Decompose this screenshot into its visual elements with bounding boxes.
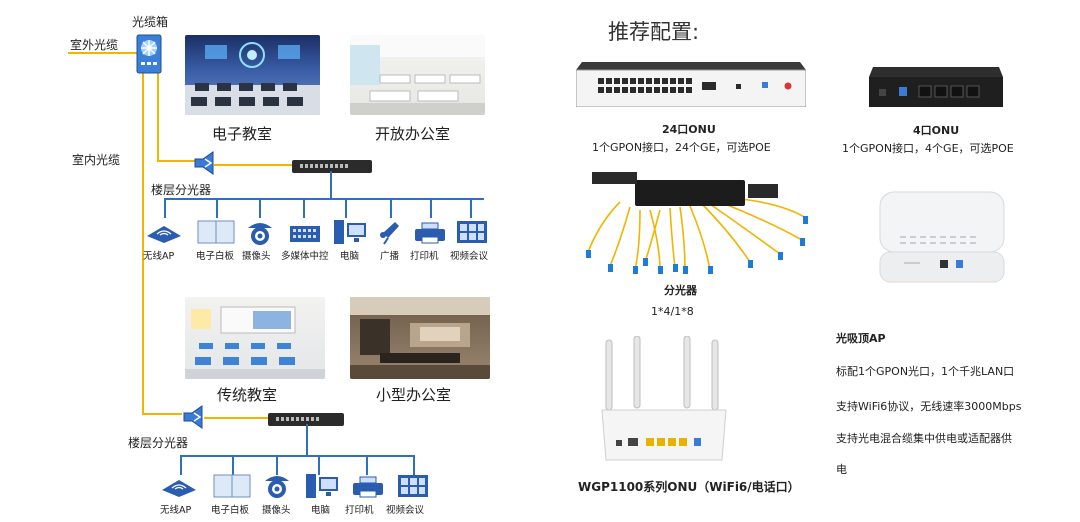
fiber-branch-1-h bbox=[157, 160, 195, 162]
whiteboard-icon bbox=[197, 220, 235, 244]
device-label-row2-6: 视频会议 bbox=[386, 505, 425, 516]
drop-1-8 bbox=[470, 198, 472, 218]
drop-1-4 bbox=[303, 198, 305, 218]
drop-2-6 bbox=[413, 455, 415, 475]
floor-splitter-icon-1 bbox=[193, 150, 217, 176]
splitter1-to-switch bbox=[214, 164, 294, 166]
drop-1-5 bbox=[345, 198, 347, 218]
access-switch-2 bbox=[268, 411, 344, 426]
video-conference-icon bbox=[397, 474, 429, 498]
drop-2-2 bbox=[232, 455, 234, 475]
whiteboard-icon bbox=[213, 474, 251, 498]
room-caption-3: 传统教室 bbox=[217, 386, 278, 404]
splitter-desc: 1*4/1*8 bbox=[651, 305, 694, 318]
drop-1-3 bbox=[259, 198, 261, 218]
floor-splitter-label-2: 楼层分光器 bbox=[128, 436, 189, 450]
floor-splitter-icon-2 bbox=[182, 404, 206, 430]
outdoor-cable-label: 室外光缆 bbox=[70, 38, 119, 52]
computer-icon bbox=[305, 473, 339, 499]
outdoor-fiber-line bbox=[68, 52, 138, 54]
cable-box-label: 光缆箱 bbox=[132, 15, 169, 29]
room-photo-small-office bbox=[350, 297, 490, 379]
ceiling-ap-name: 光吸顶AP bbox=[836, 332, 886, 345]
room-caption-4: 小型办公室 bbox=[376, 386, 452, 404]
device-label-row2-4: 电脑 bbox=[311, 505, 331, 516]
ceiling-ap-line-4: 电 bbox=[836, 463, 847, 476]
switch1-drop bbox=[330, 171, 332, 199]
drop-1-1 bbox=[164, 198, 166, 218]
computer-icon bbox=[333, 219, 367, 245]
indoor-fiber-trunk bbox=[142, 72, 144, 415]
ethernet-bus-2 bbox=[180, 455, 415, 457]
drop-2-4 bbox=[318, 455, 320, 475]
wgp1100-name: WGP1100系列ONU（WiFi6/电话口） bbox=[578, 480, 800, 494]
device-label-row2-5: 打印机 bbox=[345, 505, 374, 516]
ceiling-ap-line-1: 标配1个GPON光口，1个千兆LAN口 bbox=[836, 365, 1015, 378]
device-label-row1-8: 视频会议 bbox=[450, 251, 489, 262]
printer-icon bbox=[414, 222, 446, 244]
device-label-row1-1: 无线AP bbox=[143, 251, 175, 262]
drop-1-7 bbox=[430, 198, 432, 218]
room-photo-open-office bbox=[350, 35, 485, 115]
video-conference-icon bbox=[456, 220, 488, 244]
access-switch-1 bbox=[292, 158, 372, 173]
ceiling-ap-image bbox=[876, 190, 1008, 286]
printer-icon bbox=[352, 476, 384, 498]
drop-1-2 bbox=[216, 198, 218, 218]
switch2-drop bbox=[306, 424, 308, 456]
cable-box-icon bbox=[136, 34, 162, 74]
multimedia-controller-icon bbox=[289, 225, 321, 243]
wgp1100-router-image bbox=[600, 335, 728, 462]
splitter-name: 分光器 bbox=[664, 284, 697, 297]
drop-1-6 bbox=[390, 198, 392, 218]
device-label-row1-2: 电子白板 bbox=[196, 251, 235, 262]
broadcast-speaker-icon bbox=[380, 219, 402, 245]
room-photo-e-classroom bbox=[185, 35, 320, 115]
device-label-row1-5: 电脑 bbox=[340, 251, 360, 262]
indoor-cable-label: 室内光缆 bbox=[72, 153, 121, 167]
ceiling-ap-line-2: 支持WiFi6协议，无线速率3000Mbps bbox=[836, 400, 1022, 413]
camera-icon bbox=[246, 220, 274, 246]
drop-2-5 bbox=[366, 455, 368, 475]
wireless-ap-icon bbox=[160, 476, 198, 498]
device-label-row2-2: 电子白板 bbox=[211, 505, 250, 516]
room-photo-traditional-classroom bbox=[185, 297, 325, 379]
device-label-row1-6: 广播 bbox=[380, 251, 400, 262]
splitter-image bbox=[580, 162, 810, 274]
fiber-branch-1-v bbox=[157, 72, 159, 162]
device-label-row2-3: 摄像头 bbox=[262, 505, 291, 516]
floor-splitter-label-1: 楼层分光器 bbox=[151, 183, 212, 197]
splitter2-to-switch bbox=[204, 417, 270, 419]
onu-4-desc: 1个GPON接口，4个GE，可选POE bbox=[842, 142, 1014, 155]
onu-24-port-image bbox=[575, 62, 807, 108]
room-caption-2: 开放办公室 bbox=[375, 125, 451, 143]
onu-4-name: 4口ONU bbox=[913, 124, 960, 137]
device-label-row2-1: 无线AP bbox=[160, 505, 192, 516]
drop-2-3 bbox=[276, 455, 278, 475]
recommend-title: 推荐配置: bbox=[608, 20, 700, 44]
device-label-row1-4: 多媒体中控 bbox=[281, 251, 329, 262]
room-caption-1: 电子教室 bbox=[212, 125, 273, 143]
ceiling-ap-line-3: 支持光电混合缆集中供电或适配器供 bbox=[836, 432, 1012, 445]
fiber-branch-2-h bbox=[142, 413, 182, 415]
wireless-ap-icon bbox=[145, 222, 183, 244]
device-label-row1-3: 摄像头 bbox=[242, 251, 271, 262]
ethernet-bus-1 bbox=[164, 198, 484, 200]
device-label-row1-7: 打印机 bbox=[410, 251, 439, 262]
onu-24-name: 24口ONU bbox=[662, 123, 716, 136]
onu-4-port-image bbox=[869, 67, 1003, 107]
camera-icon bbox=[263, 473, 291, 499]
drop-2-1 bbox=[180, 455, 182, 475]
onu-24-desc: 1个GPON接口，24个GE，可选POE bbox=[592, 141, 771, 154]
